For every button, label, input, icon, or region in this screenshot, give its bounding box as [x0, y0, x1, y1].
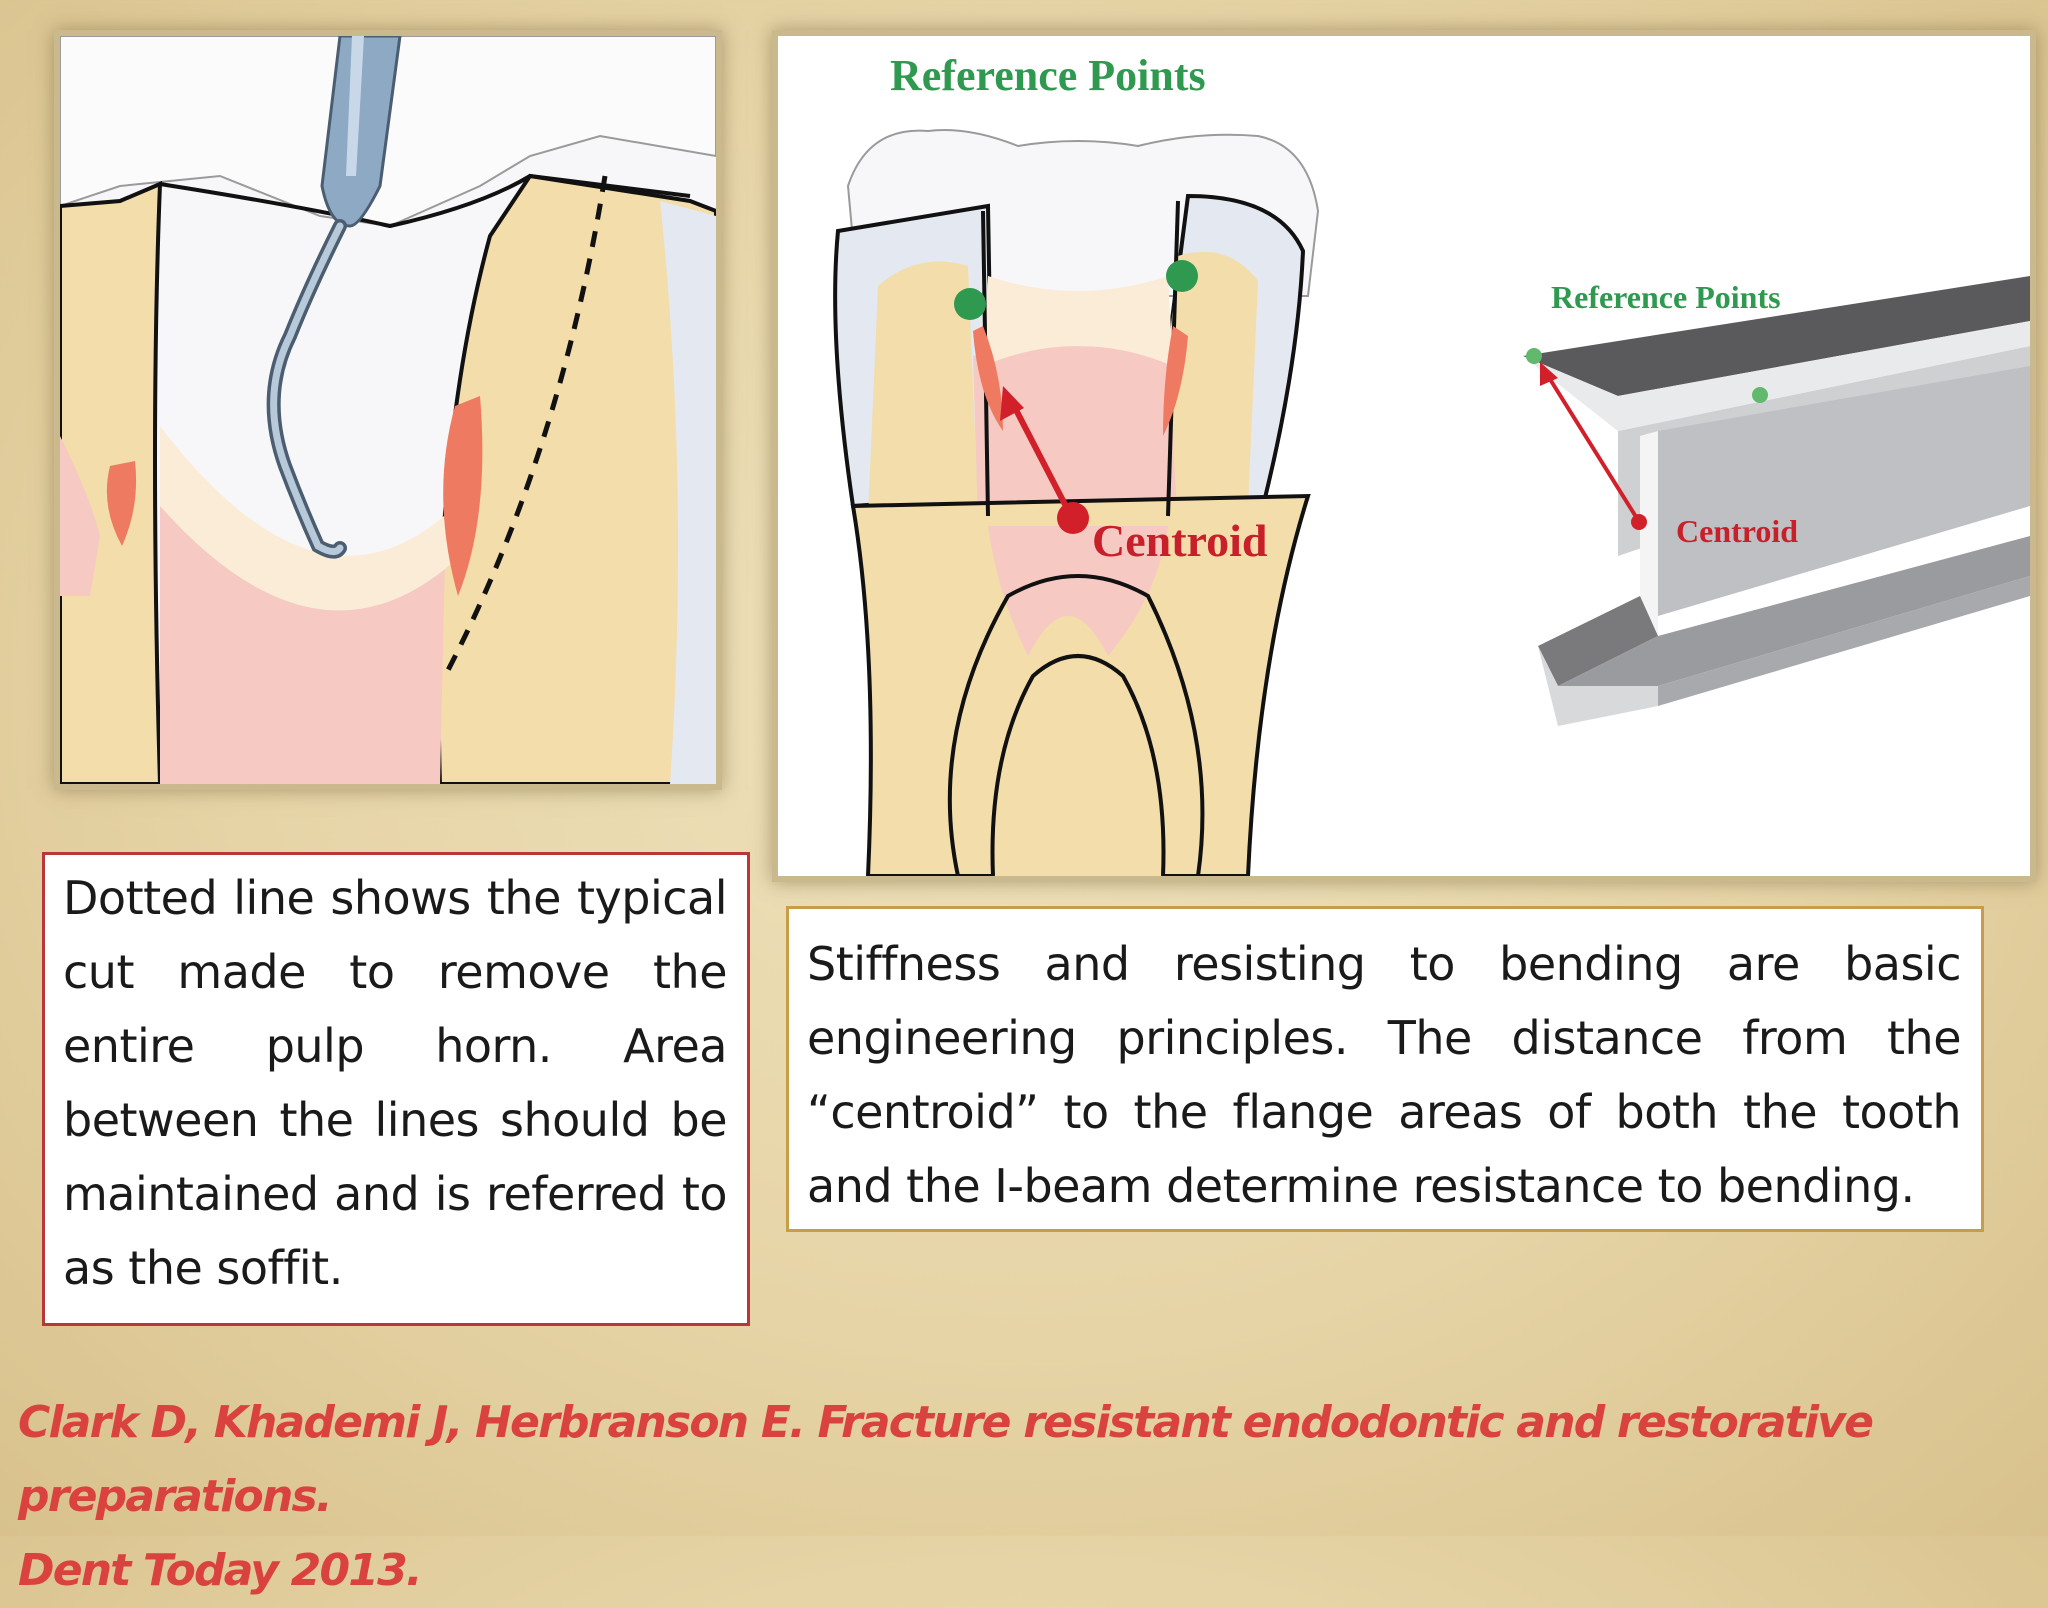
tooth-reference-points-label: Reference Points — [890, 51, 1206, 100]
beam-centroid-arrowhead — [1540, 362, 1558, 386]
citation-line-2: Dent Today 2013. — [18, 1545, 423, 1596]
tooth-centroid-label: Centroid — [1092, 515, 1268, 566]
citation-line-1: Clark D, Khademi J, Herbranson E. Fractu… — [18, 1397, 1874, 1522]
centroid-caption: Stiffness and resisting to bending are b… — [786, 906, 1984, 1232]
tooth-centroid-point — [1057, 502, 1089, 534]
molar-tooth — [833, 129, 1320, 876]
beam-reference-point-left — [1526, 348, 1542, 364]
beam-centroid-point — [1631, 514, 1647, 530]
left-pulp-horn — [106, 461, 137, 546]
pulp-horn-caption: Dotted line shows the typical cut made t… — [42, 852, 750, 1326]
beam-reference-point-right — [1752, 387, 1768, 403]
pulp-horn-diagram — [60, 36, 716, 784]
centroid-diagram: Reference Points Centroid Reference Poin… — [778, 36, 2030, 876]
citation: Clark D, Khademi J, Herbranson E. Fractu… — [18, 1386, 2038, 1608]
tooth-reference-point-right — [1166, 260, 1198, 292]
tooth-reference-point-left — [954, 288, 986, 320]
pulp-horn-illustration — [60, 36, 716, 784]
dental-explorer-instrument — [266, 36, 402, 559]
i-beam — [1523, 276, 2030, 726]
tooth-horn-left — [973, 326, 1003, 431]
pulp-chamber — [160, 436, 445, 784]
beam-reference-points-label: Reference Points — [1551, 279, 1781, 315]
dotted-cut-line — [442, 175, 608, 678]
tooth-centroid-arrowhead — [1000, 386, 1024, 421]
right-pulp-horn — [443, 396, 483, 596]
tooth-horn-right — [1163, 326, 1188, 436]
beam-centroid-label: Centroid — [1676, 513, 1798, 549]
centroid-comparison-illustration: Reference Points Centroid Reference Poin… — [778, 36, 2030, 876]
